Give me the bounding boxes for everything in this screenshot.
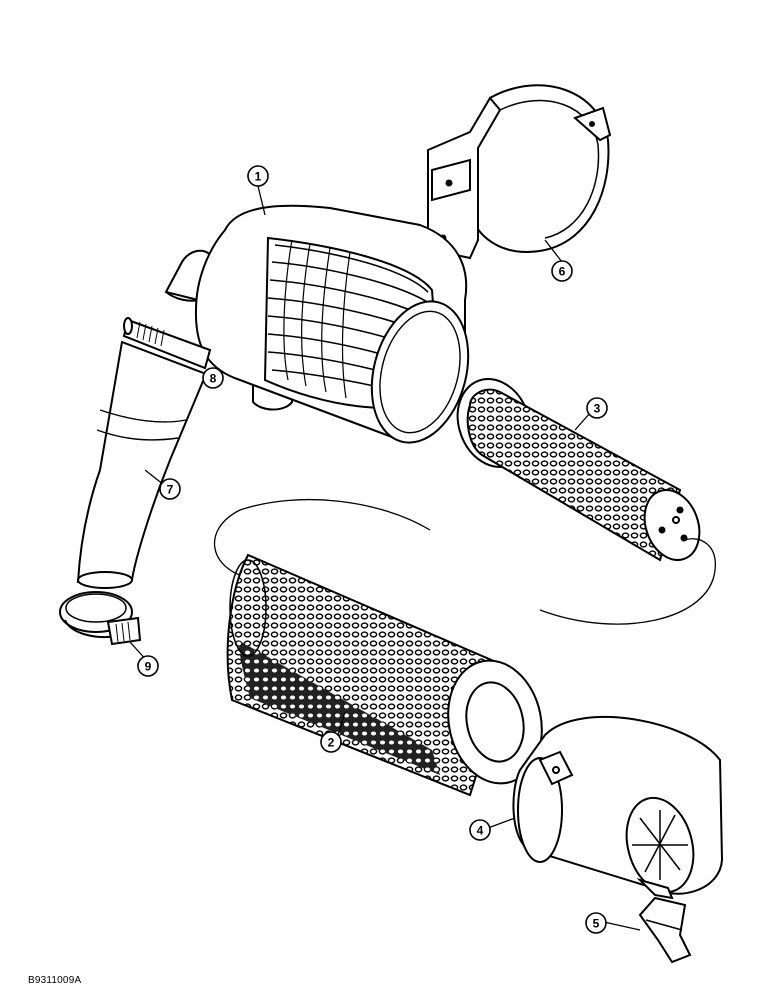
callout-7: 7 [159, 478, 181, 500]
air-cleaner-housing [164, 204, 470, 444]
inlet-hose [76, 340, 208, 589]
worm-drive-clamp [59, 591, 142, 646]
inner-safety-filter [456, 378, 701, 562]
callout-3: 3 [586, 397, 608, 419]
svg-text:1: 1 [255, 170, 262, 184]
mounting-band [371, 84, 612, 260]
callout-9: 9 [137, 655, 159, 677]
callout-6: 6 [551, 260, 573, 282]
svg-text:4: 4 [477, 824, 484, 838]
svg-text:3: 3 [594, 402, 601, 416]
hose-clamp-upper [122, 317, 212, 370]
svg-text:9: 9 [145, 660, 152, 674]
dust-cup-cover [512, 716, 724, 900]
callout-2: 2 [320, 731, 342, 753]
callout-8: 8 [202, 367, 224, 389]
callout-5: 5 [585, 912, 607, 934]
assembly-guideline [213, 498, 716, 625]
svg-text:6: 6 [559, 265, 566, 279]
callout-4: 4 [469, 819, 491, 841]
svg-text:5: 5 [593, 917, 600, 931]
figure-reference-code: B9311009A [28, 975, 82, 986]
svg-text:8: 8 [210, 372, 217, 386]
callout-1: 1 [247, 165, 269, 187]
primary-filter-element [226, 553, 543, 797]
vacuator-valve [638, 896, 692, 964]
svg-text:7: 7 [167, 483, 174, 497]
svg-text:2: 2 [328, 736, 335, 750]
